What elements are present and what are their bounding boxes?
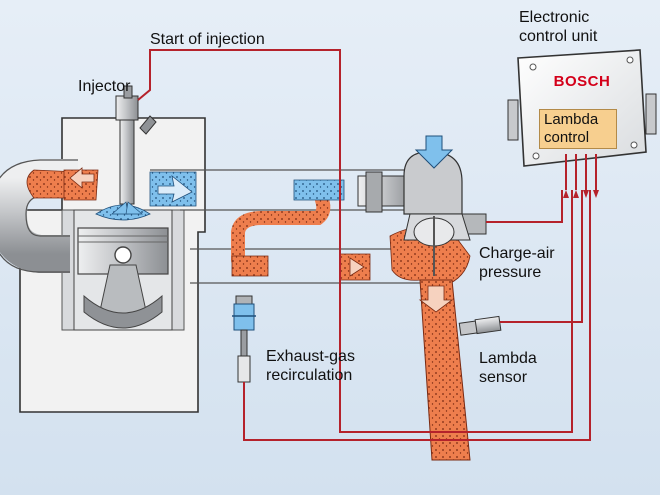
turbocharger bbox=[357, 135, 487, 276]
label-ecu-line1: Electronic bbox=[519, 9, 590, 26]
wire-charge-air bbox=[486, 190, 563, 223]
lambda-control-line2: control bbox=[544, 129, 590, 146]
label-injector: Injector bbox=[78, 78, 131, 95]
label-lambda-sensor-line1: Lambda bbox=[479, 350, 537, 367]
label-ecu-line2: control unit bbox=[519, 28, 598, 45]
label-start-of-injection: Start of injection bbox=[150, 31, 265, 48]
piston bbox=[73, 209, 173, 331]
egr-valve bbox=[232, 295, 256, 383]
exhaust-pipe bbox=[190, 248, 420, 284]
label-charge-air-line1: Charge-air bbox=[479, 245, 555, 262]
label-egr-line2: recirculation bbox=[266, 367, 353, 384]
lambda-control-module: Lambda control bbox=[539, 109, 617, 149]
lambda-control-line1: Lambda bbox=[544, 111, 599, 128]
wire-egr bbox=[243, 190, 591, 441]
label-egr-line1: Exhaust-gas bbox=[266, 348, 355, 365]
egr-duct bbox=[231, 193, 331, 267]
bosch-logo: BOSCH bbox=[553, 73, 611, 90]
lambda-sensor bbox=[458, 315, 502, 336]
exhaust-gas-flow bbox=[26, 167, 471, 461]
wire-lambda bbox=[500, 190, 583, 323]
label-charge-air-line2: pressure bbox=[479, 264, 542, 281]
wire-arrows bbox=[563, 190, 599, 198]
label-lambda-sensor-line2: sensor bbox=[479, 369, 528, 386]
wire-injection bbox=[137, 49, 573, 433]
signal-wires bbox=[137, 49, 597, 441]
injector-body bbox=[111, 85, 157, 215]
